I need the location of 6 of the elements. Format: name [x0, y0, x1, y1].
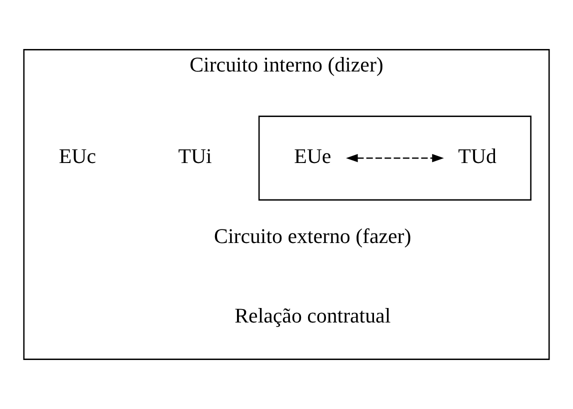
- label: EUc: [58, 144, 96, 168]
- arrow: [346, 154, 444, 162]
- node-text: TUd: [458, 144, 496, 168]
- node-text: EUe: [294, 144, 332, 168]
- label: TUi: [178, 144, 212, 168]
- cluster: [258, 116, 532, 201]
